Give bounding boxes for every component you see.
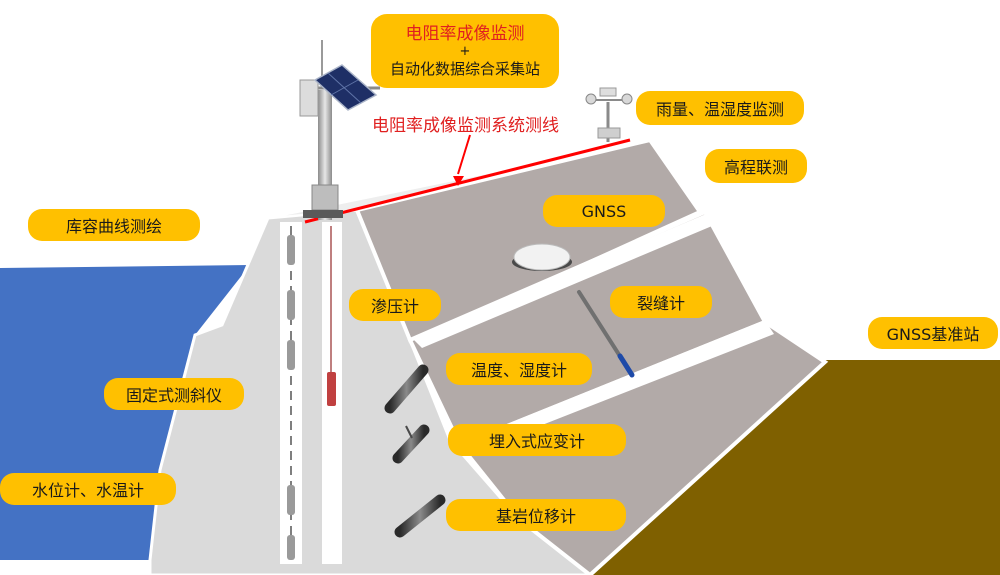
label-piezometer: 渗压计 bbox=[349, 289, 441, 321]
survey-line-label: 电阻率成像监测系统测线 bbox=[372, 116, 559, 136]
label-crack-meter: 裂缝计 bbox=[610, 286, 712, 318]
downstream-ground bbox=[590, 360, 1000, 575]
label-strain-gauge: 埋入式应变计 bbox=[448, 424, 626, 456]
bedrock-displacement-sensor bbox=[394, 494, 446, 538]
inclinometer-probe-segments bbox=[287, 235, 295, 560]
crack-meter-icon bbox=[577, 290, 635, 378]
label-gnss-base-station: GNSS基准站 bbox=[868, 317, 998, 349]
label-rain-temp-humidity: 雨量、温湿度监测 bbox=[636, 91, 804, 125]
weather-station-icon bbox=[585, 87, 633, 142]
label-fixed-inclinometer: 固定式测斜仪 bbox=[104, 378, 244, 410]
station-line2: + bbox=[459, 44, 471, 59]
survey-line-leader bbox=[457, 134, 471, 175]
solar-panel-icon bbox=[313, 64, 378, 111]
acquisition-station bbox=[299, 40, 380, 220]
berm-middle bbox=[458, 322, 774, 454]
piezometer-sensor bbox=[327, 372, 336, 406]
label-reservoir-curve: 库容曲线测绘 bbox=[28, 209, 200, 241]
station-line1: 电阻率成像监测 bbox=[405, 24, 525, 44]
temperature-humidity-sensor bbox=[384, 364, 429, 414]
strain-gauge-sensor bbox=[392, 424, 430, 464]
survey-line-arrowhead bbox=[453, 176, 464, 186]
label-gnss: GNSS bbox=[543, 195, 665, 227]
acquisition-station-callout: 电阻率成像监测 + 自动化数据综合采集站 bbox=[371, 14, 559, 88]
label-bedrock-displacement: 基岩位移计 bbox=[446, 499, 626, 531]
label-water-level-temp: 水位计、水温计 bbox=[0, 473, 176, 505]
station-line3: 自动化数据综合采集站 bbox=[389, 60, 540, 78]
gnss-antenna-icon bbox=[512, 243, 572, 271]
berm-upper bbox=[412, 214, 712, 348]
label-temp-humidity-meter: 温度、湿度计 bbox=[446, 353, 592, 385]
label-elevation: 高程联测 bbox=[705, 149, 807, 183]
resistivity-survey-line bbox=[304, 138, 631, 224]
